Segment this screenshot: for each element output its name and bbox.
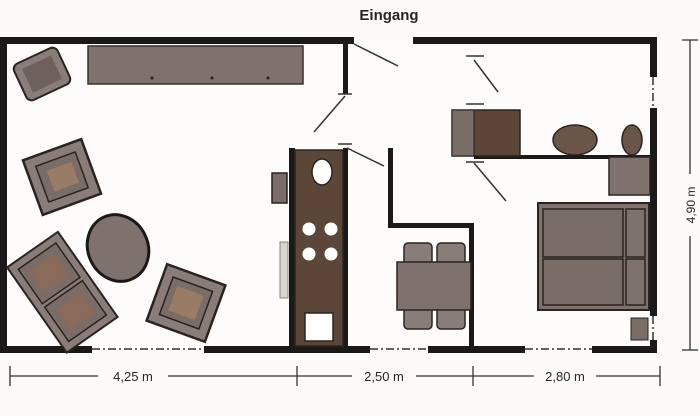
wall-right-upper [650, 37, 657, 77]
pillow-2 [625, 258, 646, 306]
fridge [304, 312, 334, 342]
bedroom-stool-large [552, 124, 598, 156]
door-bedroom-1 [473, 59, 499, 93]
armchair-top-left [12, 46, 72, 102]
sofa-bottom-left [5, 230, 119, 354]
dimension-label-depth: 4,90 m [684, 187, 698, 224]
stove-burner-1 [302, 222, 316, 236]
entrance-label: Eingang [359, 7, 418, 24]
sideboard-knob-3 [266, 76, 270, 80]
sideboard-knob-1 [150, 76, 154, 80]
dimension-label-left: 4,25 m [113, 369, 153, 384]
wall-kitchen-left [289, 148, 295, 348]
doors [313, 43, 507, 202]
bed-mattress-left [542, 208, 624, 258]
sideboard-knob-2 [210, 76, 214, 80]
kitchen [294, 149, 344, 347]
bedroom-stool-small [621, 124, 643, 156]
wall-shelf-small [271, 172, 288, 204]
stove-burner-4 [324, 247, 338, 261]
outer-walls [0, 37, 657, 353]
armchair-bottom-right [145, 262, 227, 344]
wall-hall-inner [388, 148, 393, 228]
nightstand-bottom [630, 317, 649, 341]
sideboard [87, 45, 304, 85]
wall-right-middle [650, 108, 657, 316]
dimension-label-middle: 2,50 m [364, 369, 404, 384]
coffee-table [85, 213, 151, 283]
pillow-1 [625, 208, 646, 258]
desk-chair [451, 109, 475, 157]
wall-bedroom-top [474, 155, 652, 159]
door-kitchen [346, 147, 385, 167]
wall-bottom-4 [592, 346, 657, 353]
living-room-furniture [5, 45, 304, 354]
bedroom-furniture [451, 109, 651, 341]
wall-hall-bottom [388, 223, 473, 228]
door-entrance [353, 43, 399, 67]
dining-set [396, 242, 472, 330]
stove-burner-3 [302, 247, 316, 261]
armchair-middle-left [21, 137, 103, 217]
wall-bottom-3 [428, 346, 525, 353]
bed-mattress-right [542, 258, 624, 306]
door-bedroom-2 [473, 162, 507, 202]
wall-kitchen-right [343, 148, 348, 348]
dimension-label-backgrounds [98, 174, 699, 384]
wall-top-left [0, 37, 354, 44]
wall-hall-left-upper [343, 42, 348, 94]
stove-burner-2 [324, 222, 338, 236]
door-hall-left [313, 95, 346, 133]
wall-panel-slim [279, 241, 289, 299]
kitchen-sink [311, 158, 333, 186]
wall-top-right [413, 37, 656, 44]
wall-bottom-2 [204, 346, 370, 353]
nightstand-top [608, 156, 651, 196]
windows [92, 77, 654, 350]
dimension-label-right: 2,80 m [545, 369, 585, 384]
wall-left [0, 37, 7, 353]
wall-bottom-1 [0, 346, 92, 353]
dining-table [396, 261, 472, 311]
